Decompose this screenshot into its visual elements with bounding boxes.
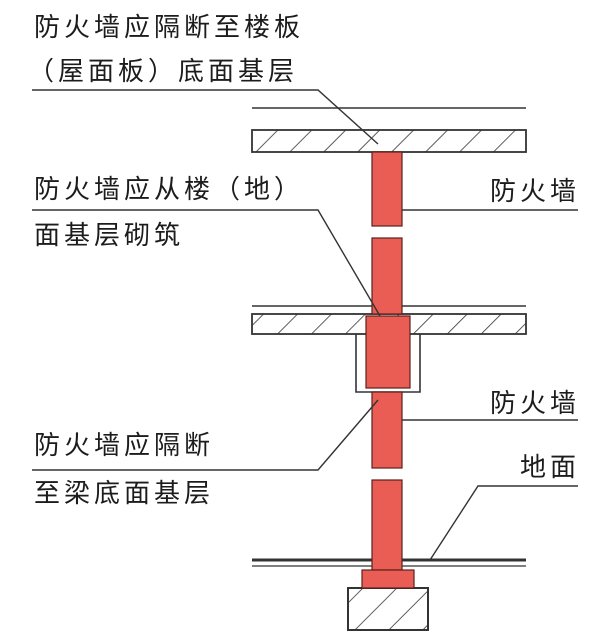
leader-lines [32,89,578,561]
label-beam-line2: 至梁底面基层 [34,479,215,509]
firewall-segment-3 [371,391,403,469]
label-firewall-upper: 防火墙 [490,177,581,207]
label-floor-line2: 面基层砌筑 [34,221,185,251]
label-floor-line1: 防火墙应从楼（地） [34,175,305,205]
leader-floor [32,209,381,317]
leader-beam [32,399,379,471]
firewall-beam-block [365,315,411,389]
foundation-block [347,587,429,631]
label-roof-slab-line2: （屋面板）底面基层 [28,57,299,87]
firewall-segment-4 [371,479,403,571]
label-beam-line1: 防火墙应隔断 [34,431,215,461]
label-roof-slab-line1: 防火墙应隔断至楼板 [34,13,305,43]
firewall-footing [361,569,415,589]
label-firewall-lower: 防火墙 [490,389,581,419]
roof-slab-hatch [251,129,527,153]
label-ground: 地面 [520,453,581,483]
roof-slab [251,107,527,153]
leader-roof-slab [32,89,379,145]
firewall-segment-1 [371,151,403,227]
firewall-column [361,151,415,589]
firewall-segment-2 [371,237,403,315]
leader-ground [429,485,578,561]
